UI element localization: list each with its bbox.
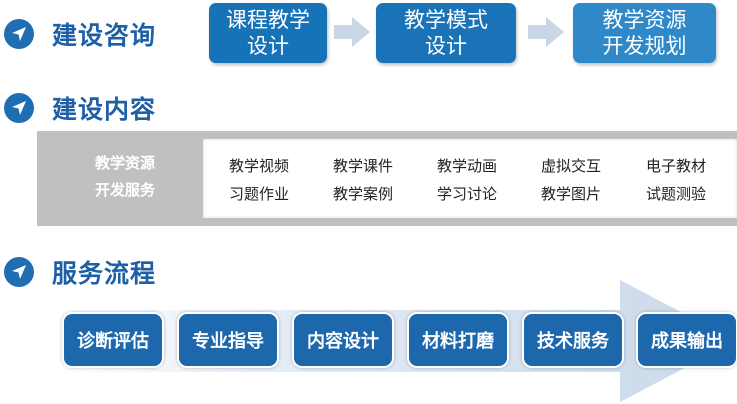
step-label: 教学模式	[404, 8, 488, 32]
content-item: 教学视频	[229, 157, 290, 175]
content-item: 试题测验	[646, 185, 707, 203]
section-content-header: 建设内容	[4, 90, 156, 126]
section-title: 建设内容	[52, 95, 157, 124]
content-item: 电子教材	[646, 157, 707, 175]
process-step-tech-service: 技术服务	[522, 312, 624, 368]
content-item: 教学图片	[541, 185, 602, 203]
content-item: 习题作业	[229, 185, 290, 203]
process-step-refinement: 材料打磨	[407, 312, 509, 368]
right-arrow-icon	[528, 17, 564, 47]
section-consulting-header: 建设咨询	[4, 16, 156, 52]
process-step-design: 内容设计	[292, 312, 394, 368]
content-item: 虚拟交互	[541, 157, 602, 175]
consult-step-course-design: 课程教学 设计	[209, 3, 327, 63]
content-items-grid: 教学视频 教学课件 教学动画 虚拟交互 电子教材 习题作业 教学案例 学习讨论 …	[203, 139, 737, 218]
panel-label-line: 教学资源	[94, 154, 155, 172]
process-step-guidance: 专业指导	[177, 312, 279, 368]
step-label: 教学资源	[602, 8, 687, 32]
section-title: 服务流程	[52, 259, 157, 288]
paper-plane-icon	[4, 257, 34, 287]
process-step-output: 成果输出	[636, 312, 737, 368]
section-process-header: 服务流程	[4, 254, 156, 290]
section-title: 建设咨询	[52, 21, 157, 50]
consult-step-resource-planning: 教学资源 开发规划	[573, 3, 716, 63]
content-item: 学习讨论	[437, 185, 498, 203]
panel-label-line: 开发服务	[94, 181, 155, 199]
panel-label: 教学资源 开发服务	[80, 150, 170, 204]
right-arrow-icon	[334, 17, 370, 47]
content-item: 教学课件	[333, 157, 394, 175]
consult-step-teaching-mode: 教学模式 设计	[376, 3, 516, 63]
content-item: 教学动画	[437, 157, 498, 175]
process-step-diagnosis: 诊断评估	[62, 312, 164, 368]
step-label: 设计	[425, 34, 467, 58]
paper-plane-icon	[4, 93, 34, 123]
content-panel: 教学资源 开发服务 教学视频 教学课件 教学动画 虚拟交互 电子教材 习题作业 …	[37, 131, 737, 226]
step-label: 课程教学	[226, 8, 310, 32]
paper-plane-icon	[4, 19, 34, 49]
content-item: 教学案例	[333, 185, 394, 203]
step-label: 设计	[247, 34, 289, 58]
step-label: 开发规划	[602, 34, 687, 58]
